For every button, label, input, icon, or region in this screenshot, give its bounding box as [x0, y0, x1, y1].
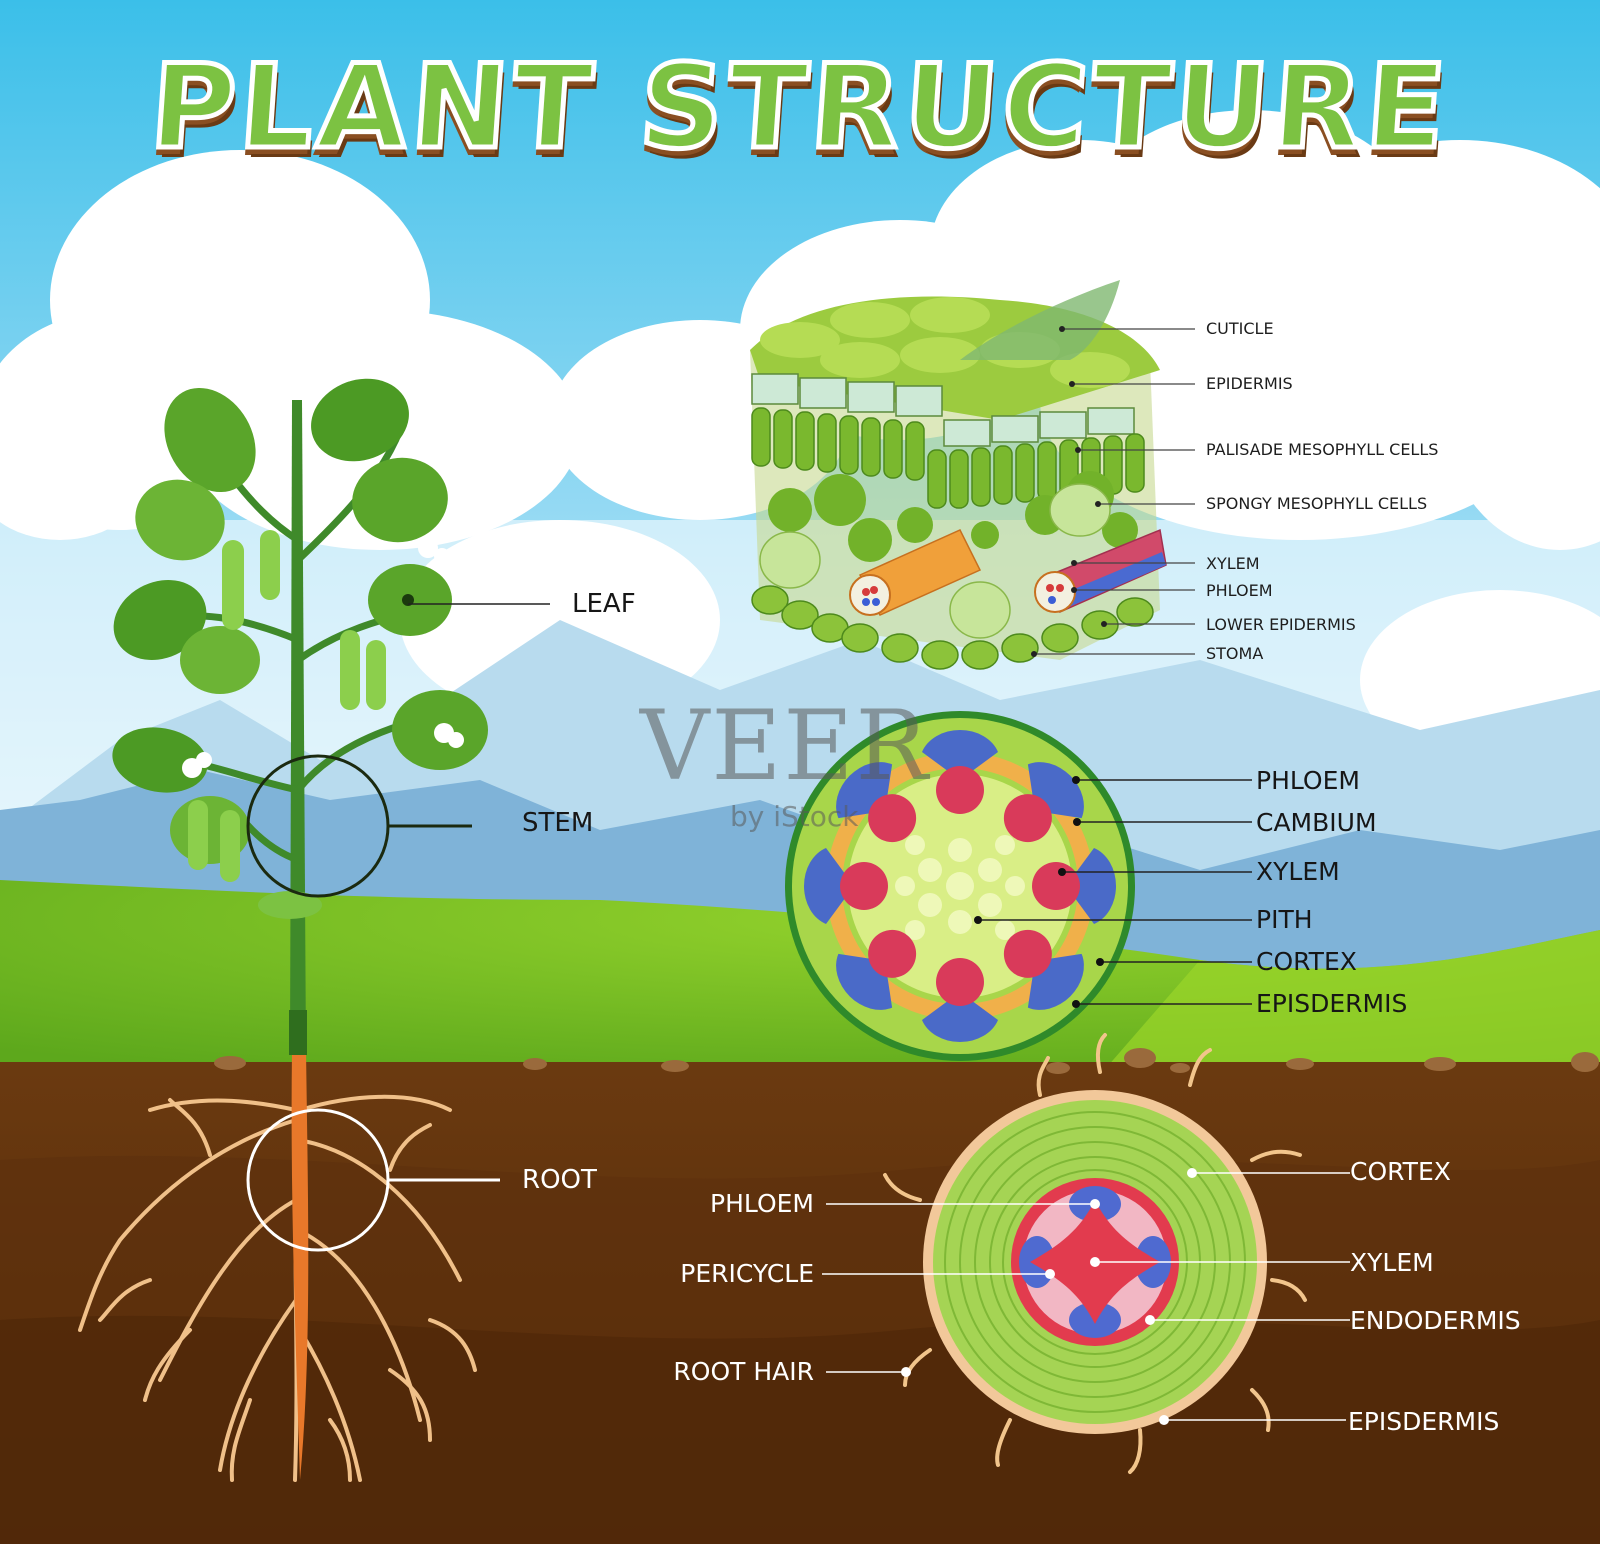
root-label-phloem: PHLOEM	[710, 1189, 814, 1218]
watermark-sub: by iStock	[730, 800, 859, 833]
cuticle-flap	[960, 280, 1120, 360]
leaf-label-lower-epidermis: LOWER EPIDERMIS	[1206, 615, 1356, 634]
leaf-label-spongy: SPONGY MESOPHYLL CELLS	[1206, 494, 1428, 513]
pebbles	[214, 1048, 1599, 1074]
leaf-label-xylem: XYLEM	[1206, 554, 1260, 573]
leaf-section-leader-lines	[1034, 328, 1195, 655]
page-title: PLANT STRUCTURE	[144, 38, 1457, 178]
stem-label-phloem: PHLOEM	[1256, 766, 1360, 795]
label-root: ROOT	[522, 1165, 597, 1195]
stem-label-xylem: XYLEM	[1256, 857, 1340, 886]
roots	[78, 1058, 477, 1482]
lower-epidermis-cells	[751, 585, 1154, 670]
taproot	[291, 1050, 309, 1480]
label-stem: STEM	[522, 808, 594, 838]
stem-base	[289, 1010, 307, 1055]
stem-label-episdermis: EPISDERMIS	[1256, 989, 1408, 1018]
pea-pods	[188, 530, 386, 882]
epidermis-cells	[751, 373, 1135, 447]
stem-label-cambium: CAMBIUM	[1256, 808, 1377, 837]
root-hairs	[883, 1033, 1307, 1474]
label-leaf: LEAF	[572, 589, 636, 619]
leaf-label-palisade: PALISADE MESOPHYLL CELLS	[1206, 440, 1439, 459]
leaf-vein-bundles	[849, 528, 1167, 616]
vascular-bundles	[803, 729, 1117, 1043]
leaf-label-cuticle: CUTICLE	[1206, 319, 1274, 338]
stem-label-pith: PITH	[1256, 905, 1313, 934]
root-label-endodermis: ENDODERMIS	[1350, 1306, 1521, 1335]
leaf-label-phloem: PHLOEM	[1206, 581, 1273, 600]
root-label-root-hair: ROOT HAIR	[673, 1357, 814, 1386]
flowers	[182, 369, 464, 778]
leaf-label-stoma: STOMA	[1206, 644, 1264, 663]
root-label-cortex: CORTEX	[1350, 1157, 1451, 1186]
leaf-label-epidermis: EPIDERMIS	[1206, 374, 1293, 393]
stem-section-leader-lines	[978, 779, 1252, 1005]
root-label-xylem: XYLEM	[1350, 1248, 1434, 1277]
spongy-cell-cutouts	[759, 483, 1111, 639]
stem-label-cortex: CORTEX	[1256, 947, 1357, 976]
root-section-leader-lines	[822, 1172, 1350, 1421]
palisade-cells	[751, 407, 1145, 509]
root-label-pericycle: PERICYCLE	[680, 1259, 814, 1288]
leaves	[112, 378, 488, 919]
root-label-episdermis: EPISDERMIS	[1348, 1407, 1500, 1436]
watermark-brand: VEER	[640, 690, 930, 802]
